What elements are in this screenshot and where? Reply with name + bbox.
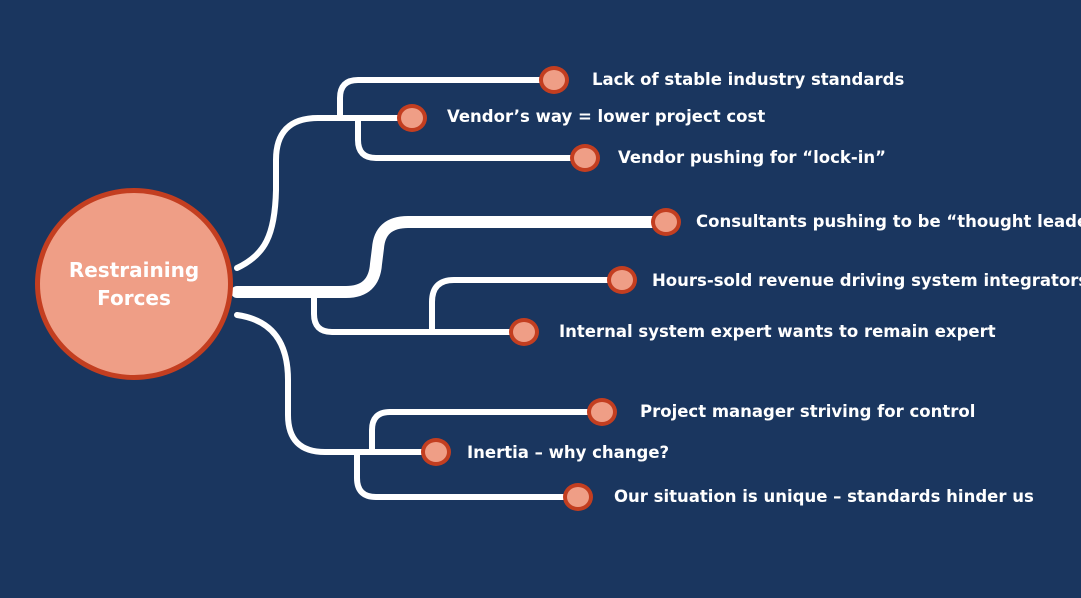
branch-1-item-2-node	[397, 104, 427, 132]
branch-2-item-2-label: Hours-sold revenue driving system integr…	[652, 271, 1081, 290]
branch-3-item-3-node	[563, 483, 593, 511]
branch-3-item-3-label: Our situation is unique – standards hind…	[614, 487, 1034, 506]
branch-2-item-2-node	[607, 266, 637, 294]
branch-1-item-1-label: Lack of stable industry standards	[592, 70, 905, 89]
connector-root-branch-2	[231, 216, 658, 298]
branch-3-item-1-label: Project manager striving for control	[640, 402, 976, 421]
branch-1-item-3-node	[570, 144, 600, 172]
root-label: Restraining Forces	[59, 256, 209, 312]
branch-1-item-2-label: Vendor’s way = lower project cost	[447, 107, 766, 126]
branch-1-item-1-node	[539, 66, 569, 94]
branch-1-item-3-label: Vendor pushing for “lock-in”	[618, 148, 886, 167]
branch-2-item-3-node	[509, 318, 539, 346]
branch-2-item-1-node	[651, 208, 681, 236]
branch-3-item-1-node	[587, 398, 617, 426]
connector-branch-1-item-3	[355, 115, 577, 161]
connector-root-branch-3	[234, 312, 428, 455]
branch-3-item-2-node	[421, 438, 451, 466]
connector-root-branch-1	[234, 115, 343, 271]
connector-branch-3-item-1	[369, 409, 593, 455]
connector-branch-1-item-1	[337, 77, 546, 121]
branch-3-item-2-label: Inertia – why change?	[467, 443, 670, 462]
root-label-line-1: Restraining	[68, 258, 200, 282]
branch-2-item-3-label: Internal system expert wants to remain e…	[559, 322, 996, 341]
root-node: Restraining Forces	[35, 188, 233, 380]
connector-branch-2-item-2	[429, 277, 613, 335]
root-label-line-2: Forces	[97, 286, 171, 310]
connector-branch-2-trunk	[311, 289, 515, 335]
connector-branch-3-item-3	[354, 449, 569, 500]
branch-2-item-1-label: Consultants pushing to be “thought leade…	[696, 212, 1081, 231]
